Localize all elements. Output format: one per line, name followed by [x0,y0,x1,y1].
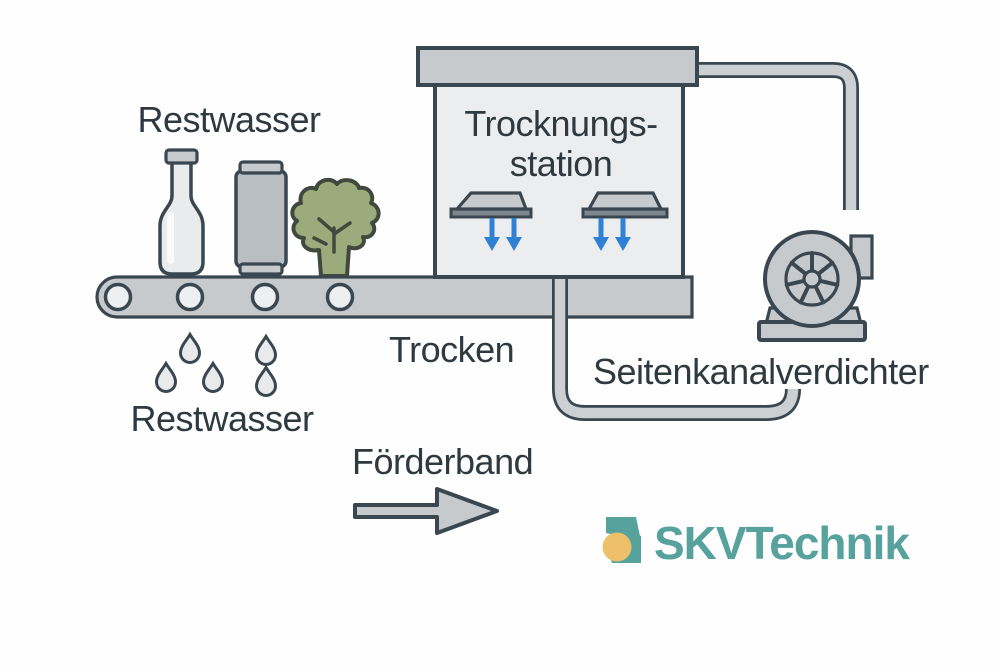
conveyor-rollers [103,282,355,312]
label-trocken: Trocken [389,329,515,370]
water-drop-icon [255,366,277,397]
direction-arrow-icon [353,487,499,535]
skv-logo-icon [602,517,641,563]
broccoli-icon [290,177,381,278]
label-restwasser-top: Restwasser [137,99,321,140]
roller-icon [103,282,133,312]
roller-icon [325,282,355,312]
label-trocknungsstation-line1: Trocknungs- [464,103,658,144]
drying-station-lid [416,46,699,87]
water-drop-icon [255,335,277,366]
air-knife-icon [449,191,533,219]
label-trocknungsstation: Trocknungs- station [464,103,658,184]
suction-pipe [552,270,801,421]
conveyor-belt [95,275,694,319]
can-icon [234,160,288,276]
water-drop-icon [179,333,201,364]
roller-icon [250,282,280,312]
skv-logo-text: SKVTechnik [654,517,910,569]
drying-station-body [433,81,685,279]
side-channel-blower-icon [757,230,874,342]
water-drop-icon [202,362,224,393]
bottle-icon [158,148,205,276]
water-drop-icon [155,362,177,393]
label-restwasser-bottom: Restwasser [130,398,314,439]
label-foerderband: Förderband [352,441,534,482]
water-drops [155,333,277,397]
roller-icon [175,282,205,312]
exhaust-pipe [692,62,859,210]
air-knife-icon [581,191,669,219]
label-seitenkanalverdichter: Seitenkanalverdichter [593,351,929,392]
label-trocknungsstation-line2: station [509,143,613,184]
